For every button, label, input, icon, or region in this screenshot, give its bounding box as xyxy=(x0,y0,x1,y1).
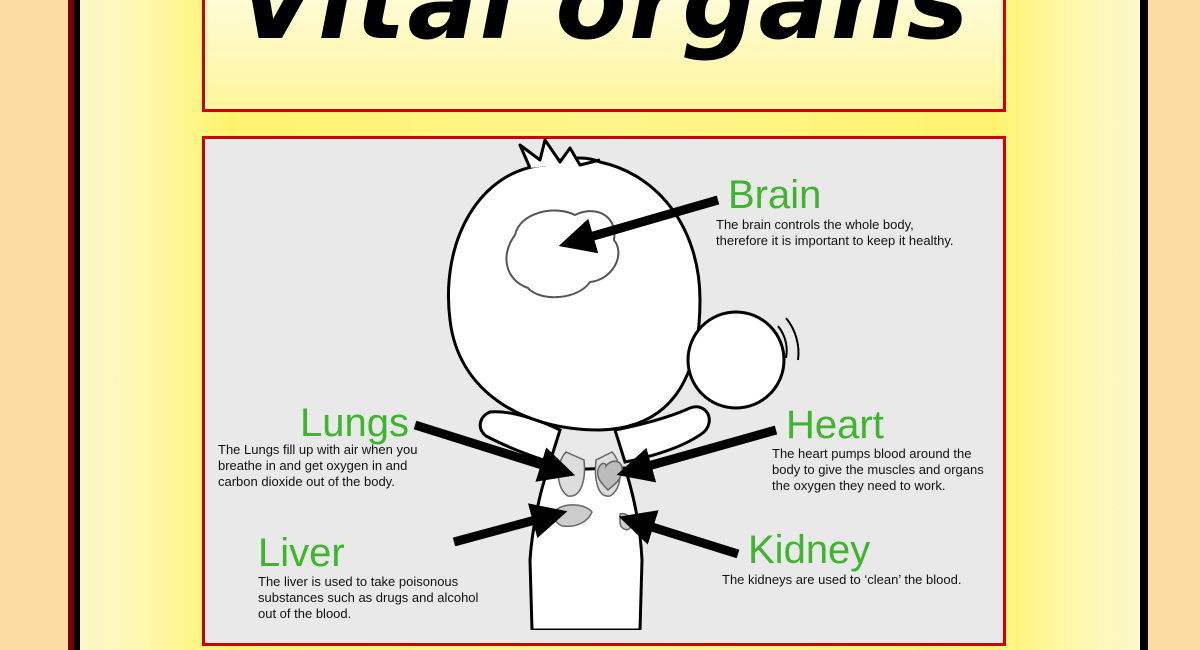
heart-description: The heart pumps blood around the body to… xyxy=(772,446,984,493)
title-box: Vital organs xyxy=(202,0,1006,112)
kidney-label: Kidney xyxy=(748,528,871,572)
ball-icon xyxy=(686,310,786,410)
brain-label: Brain xyxy=(728,173,822,217)
liver-label: Liver xyxy=(258,531,345,575)
child-figure-icon xyxy=(413,138,800,630)
brain-arrow xyxy=(558,195,720,254)
heart-label: Heart xyxy=(786,403,884,447)
kidney-arrow xyxy=(618,510,740,559)
page-title: Vital organs xyxy=(237,0,971,63)
brain-description: The brain controls the whole body, there… xyxy=(716,217,954,248)
lungs-label: Lungs xyxy=(300,401,409,445)
child-hair xyxy=(518,138,601,169)
kidney-description: The kidneys are used to ‘clean’ the bloo… xyxy=(722,572,962,587)
heart-arrow xyxy=(616,425,778,483)
lungs-arrow xyxy=(413,420,576,482)
lungs-description: The Lungs fill up with air when you brea… xyxy=(218,442,418,489)
child-body xyxy=(528,466,644,630)
brain-icon xyxy=(505,209,620,299)
liver-description: The liver is used to take poisonous subs… xyxy=(258,574,479,621)
poster-edge xyxy=(1140,0,1148,650)
liver-arrow xyxy=(452,503,568,547)
ball-motion-lines xyxy=(777,317,800,361)
